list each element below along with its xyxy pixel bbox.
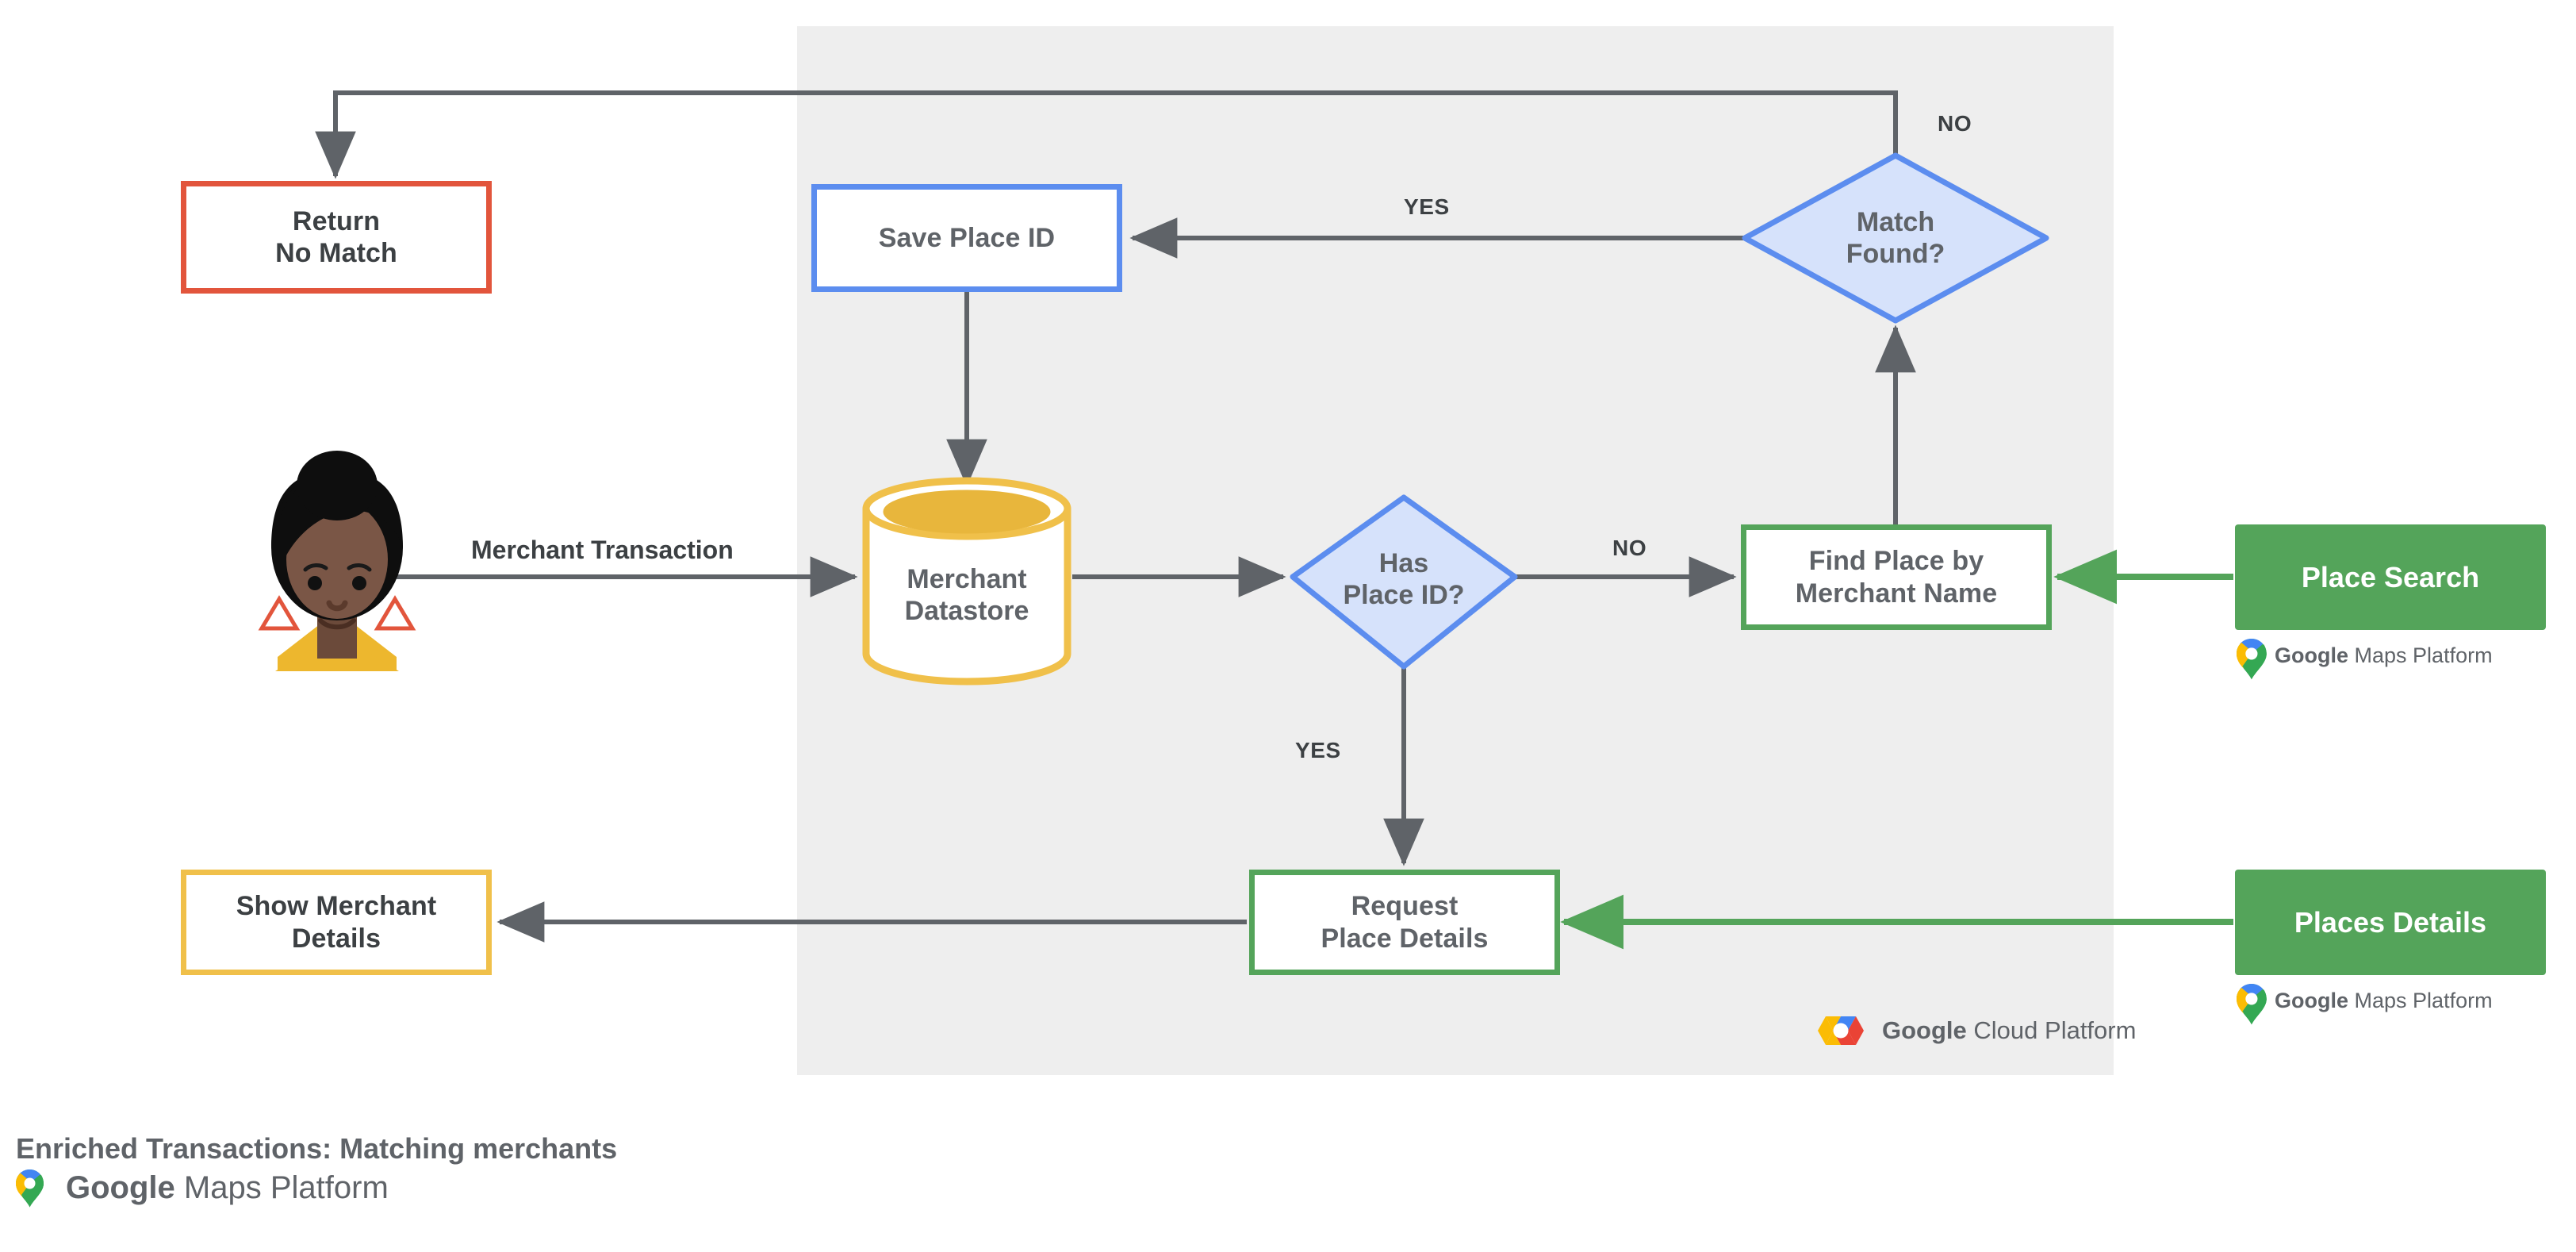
return-no-match-line2: No Match	[275, 238, 397, 268]
show-merchant-details-line1: Show Merchant	[236, 891, 437, 922]
has-place-id-line2: Place ID?	[1343, 580, 1465, 610]
node-return-no-match-label: Return No Match	[275, 205, 397, 269]
gcp-google-word: Google	[1882, 1016, 1967, 1044]
merchant-datastore-line1: Merchant	[907, 563, 1027, 594]
gcp-logo-text: Google Cloud Platform	[1882, 1016, 2136, 1045]
footer-suffix-word: Maps Platform	[183, 1170, 389, 1205]
footer-logo-text: Google Maps Platform	[66, 1170, 389, 1206]
node-find-place-by-merchant-name[interactable]: Find Place by Merchant Name	[1741, 524, 2052, 630]
find-place-line2: Merchant Name	[1795, 578, 1998, 609]
edge-label-no-match-found: NO	[1938, 111, 1972, 136]
request-place-details-line1: Request	[1351, 891, 1459, 922]
node-merchant-datastore-label: Merchant Datastore	[848, 555, 1086, 635]
merchant-datastore-line2: Datastore	[904, 596, 1029, 626]
match-found-line1: Match	[1856, 206, 1935, 237]
edge-label-yes-match-found: YES	[1404, 194, 1450, 219]
show-merchant-details-label: Show Merchant Details	[236, 890, 437, 954]
decision-match-found	[1742, 152, 2049, 324]
has-place-id-line1: Has	[1378, 547, 1429, 578]
google-maps-pin-icon-footer	[16, 1169, 44, 1208]
page-title: Enriched Transactions: Matching merchant…	[16, 1132, 618, 1165]
gmp-logo-text-places-details: Google Maps Platform	[2275, 989, 2493, 1013]
google-maps-platform-logo-places-details: Google Maps Platform	[2235, 980, 2493, 1021]
footer-google-word: Google	[66, 1170, 175, 1205]
google-cloud-hexagon-icon	[1818, 1016, 1864, 1045]
gmp-suffix-word: Maps Platform	[2354, 643, 2493, 667]
gcp-suffix-word: Cloud Platform	[1973, 1016, 2137, 1044]
gmp-google-word: Google	[2275, 643, 2348, 667]
return-no-match-line1: Return	[292, 205, 381, 236]
match-found-line2: Found?	[1846, 239, 1945, 269]
api-button-places-details[interactable]: Places Details	[2235, 870, 2546, 975]
node-save-place-id[interactable]: Save Place ID	[811, 184, 1122, 292]
edge-no-match-to-return	[315, 90, 1898, 179]
request-place-details-line2: Place Details	[1321, 923, 1489, 954]
places-details-label: Places Details	[2294, 905, 2487, 939]
show-merchant-details-line2: Details	[291, 923, 381, 954]
footer-google-maps-platform-logo: Google Maps Platform	[16, 1166, 389, 1210]
edge-label-yes-has-place-id: YES	[1295, 738, 1341, 762]
gmp-logo-text-place-search: Google Maps Platform	[2275, 643, 2493, 668]
gmp-suffix-word-2: Maps Platform	[2354, 988, 2493, 1012]
find-place-line1: Find Place by	[1808, 546, 1984, 577]
decision-has-place-id-label: Has Place ID?	[1285, 538, 1523, 620]
google-maps-pin-icon-places-details	[2237, 984, 2267, 1025]
edge-label-merchant-transaction: Merchant Transaction	[471, 536, 734, 564]
place-search-label: Place Search	[2301, 560, 2480, 593]
google-maps-pin-icon-place-search	[2237, 639, 2267, 680]
gmp-google-word-2: Google	[2275, 988, 2348, 1012]
decision-match-found-label: Match Found?	[1769, 197, 2022, 279]
edge-label-no-has-place-id: NO	[1612, 536, 1647, 560]
node-return-no-match[interactable]: Return No Match	[181, 181, 492, 294]
decision-has-place-id	[1290, 494, 1518, 670]
find-place-label: Find Place by Merchant Name	[1796, 545, 1998, 609]
save-place-id-label: Save Place ID	[878, 222, 1056, 253]
api-button-place-search[interactable]: Place Search	[2235, 524, 2546, 630]
google-cloud-platform-logo: Google Cloud Platform	[1823, 1014, 2136, 1047]
person-avatar-icon	[258, 451, 416, 671]
google-maps-platform-logo-place-search: Google Maps Platform	[2235, 635, 2493, 676]
node-request-place-details[interactable]: Request Place Details	[1249, 870, 1560, 975]
database-cylinder-icon	[862, 477, 1071, 686]
request-place-details-label: Request Place Details	[1321, 890, 1488, 954]
node-show-merchant-details[interactable]: Show Merchant Details	[181, 870, 492, 975]
